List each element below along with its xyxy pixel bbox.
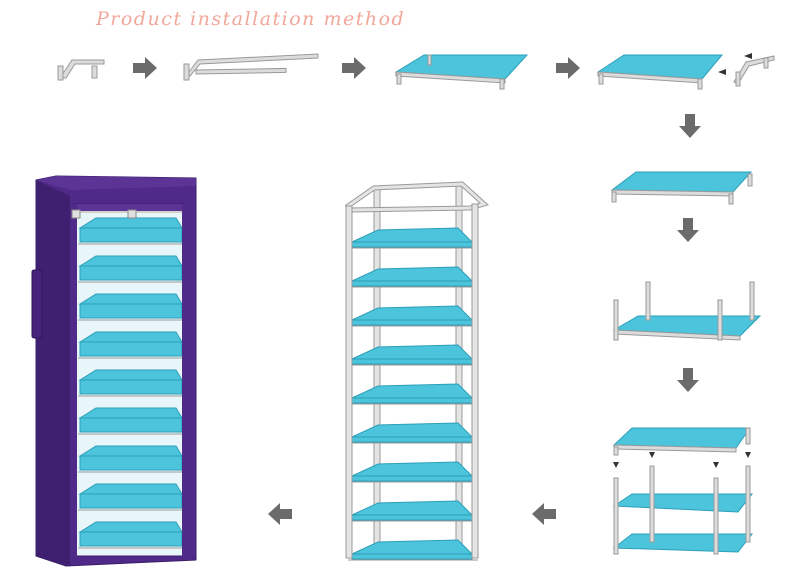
step-arrow-7-icon [532,503,556,525]
step-arrow-4-icon [679,114,701,138]
rack-shelf [348,305,478,327]
cover-shelf [78,331,184,359]
step-4-shelf-with-connector [596,54,775,90]
step-arrow-6-icon [677,368,699,392]
cover-shelf [78,255,184,283]
cover-shelf [78,369,184,397]
rack-shelf [348,344,478,366]
rack-shelf [348,422,478,444]
cover-shelf [78,445,184,473]
step-5-shelf-unit [610,171,753,205]
step-arrow-3-icon [556,57,580,79]
step-3-shelf-frame [394,54,529,90]
cover-shelves [78,217,184,549]
rack-shelf [348,227,478,249]
rack-shelf [348,461,478,483]
diagram-title: Product installation method [96,8,406,30]
cover-shelf [78,407,184,435]
step-2-frame-rods [183,53,319,81]
step-arrow-5-icon [677,218,699,242]
cover-shelf [78,217,184,245]
insert-marker-icon [613,452,751,468]
insert-marker-icon [718,53,752,75]
rack-shelf [348,383,478,405]
step-6-uprights-inserted [612,281,762,341]
step-arrow-8-icon [268,503,292,525]
rack-front-posts [345,203,479,559]
cover-zip-flaps [70,204,190,558]
step-arrow-2-icon [342,57,366,79]
rack-shelf [348,539,478,561]
cover-shelf [78,483,184,511]
step-7-stacking-tiers [612,427,754,555]
cover-shelf [78,521,184,549]
rack-shelves [348,227,478,561]
rack-shelf [348,500,478,522]
cover-shelf [78,293,184,321]
rack-shelf [348,266,478,288]
step-1-connector-piece [57,59,105,81]
step-arrow-1-icon [133,57,157,79]
